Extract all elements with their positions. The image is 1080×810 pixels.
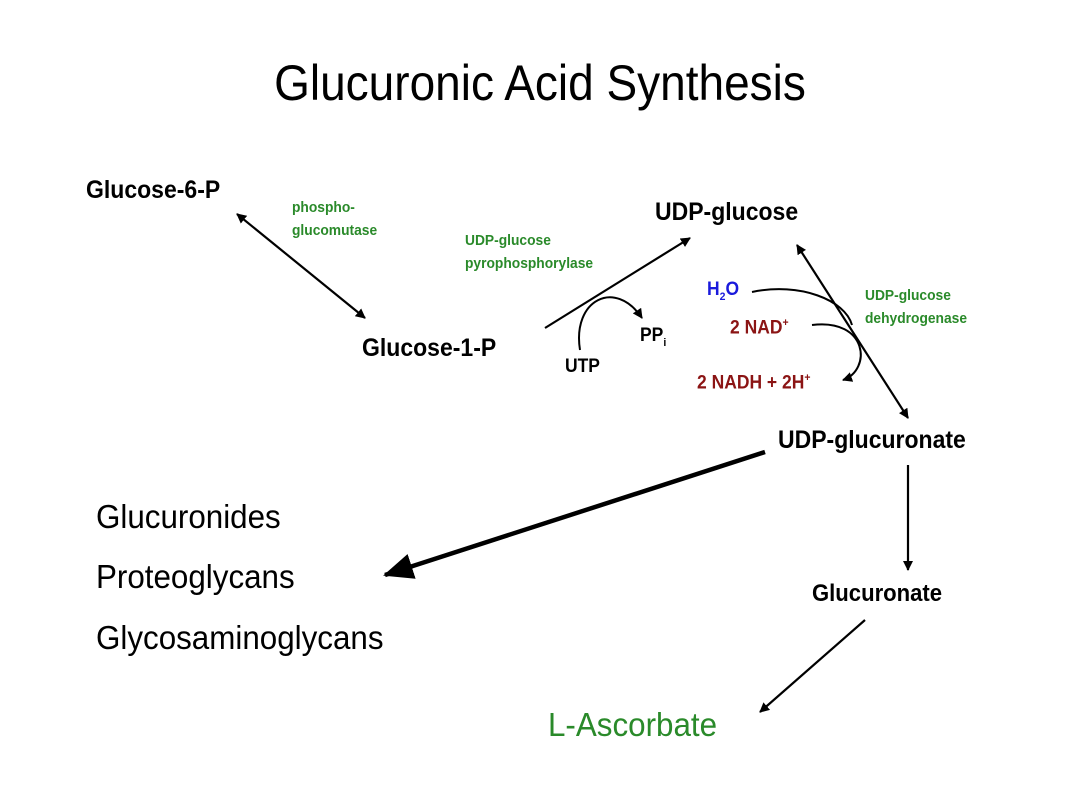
label-h2o: H2O <box>707 280 739 303</box>
arrow-udpglucose-udpglucuronate <box>796 244 909 419</box>
label-glycosaminoglycans: Glycosaminoglycans <box>96 619 384 656</box>
label-utp: UTP <box>565 356 600 377</box>
h2o-sub: 2 <box>719 290 726 303</box>
label-glucose-6-p: Glucose-6-P <box>86 176 221 204</box>
arrow-glucuronate-ascorbate <box>759 619 866 713</box>
label-udp-glucose: UDP-glucose <box>655 198 799 226</box>
enzyme-line: UDP-glucose <box>865 287 951 304</box>
label-glucuronides: Glucuronides <box>96 498 281 535</box>
arrow-glucose6p-glucose1p <box>236 213 366 319</box>
nadh-sup: + <box>804 372 811 384</box>
label-glucose-1-p: Glucose-1-P <box>362 334 497 362</box>
nadh-base: 2 NADH + 2H <box>697 372 805 394</box>
label-glucuronate: Glucuronate <box>812 580 943 607</box>
label-nadh: 2 NADH + 2H+ <box>697 372 811 394</box>
ppi-base: PP <box>640 325 664 346</box>
nad-base: 2 NAD <box>730 317 783 339</box>
enzyme-line: phospho- <box>292 199 355 216</box>
enzyme-phosphoglucomutase: phospho- glucomutase <box>292 197 377 242</box>
label-l-ascorbate: L-Ascorbate <box>548 706 718 743</box>
ppi-sub: i <box>663 336 667 349</box>
enzyme-line: glucomutase <box>292 221 378 239</box>
arrow-h2o <box>751 288 853 326</box>
arrow-glucose1p-udpglucose <box>544 237 691 329</box>
arrow-udpglucuronate-products <box>383 449 766 579</box>
h2o-o: O <box>725 279 740 300</box>
h2o-h: H <box>707 279 720 300</box>
label-ppi: PPi <box>640 326 666 349</box>
arrow-utp-ppi <box>578 296 643 351</box>
enzyme-line: dehydrogenase <box>865 309 968 327</box>
nad-sup: + <box>782 317 789 329</box>
page-title: Glucuronic Acid Synthesis <box>274 55 806 111</box>
label-proteoglycans: Proteoglycans <box>96 558 295 595</box>
arrow-nad-nadh <box>811 323 862 382</box>
enzyme-udp-glucose-dehydrogenase: UDP-glucose dehydrogenase <box>865 285 967 330</box>
enzyme-udp-glucose-pyrophosphorylase: UDP-glucose pyrophosphorylase <box>465 230 593 275</box>
enzyme-line: pyrophosphorylase <box>465 254 594 272</box>
label-nad: 2 NAD+ <box>730 317 789 339</box>
enzyme-line: UDP-glucose <box>465 232 551 249</box>
label-udp-glucuronate: UDP-glucuronate <box>778 426 966 454</box>
